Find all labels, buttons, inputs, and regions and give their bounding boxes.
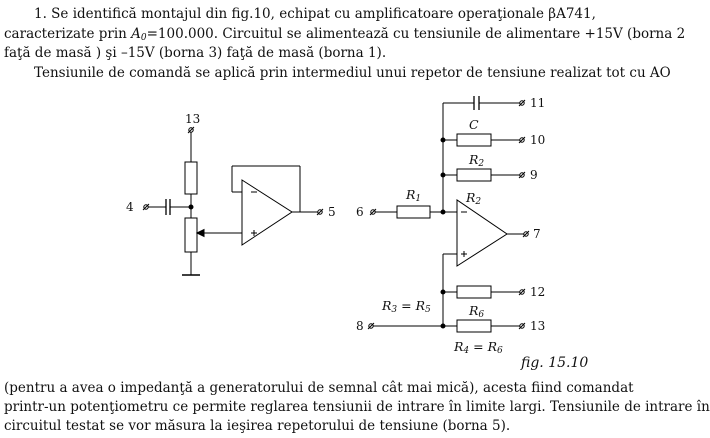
document-page: 1. Se identifică montajul din fig.10, ec…: [4, 6, 710, 434]
terminal-11: 11: [530, 96, 546, 110]
resistor-R6: [456, 319, 492, 333]
paragraph-1-line-2: caracterizate prin A0=100.000. Circuitul…: [4, 26, 685, 46]
text-fragment: caracterizate prin: [4, 26, 132, 42]
resistor-to-12: [456, 285, 492, 299]
terminal-8: 8: [356, 319, 364, 333]
right-circuit: [367, 96, 530, 333]
label-R2-lower: R2: [466, 190, 482, 207]
terminal-9: 9: [530, 168, 538, 182]
terminal-10: 10: [530, 133, 546, 147]
op-amp-left: [241, 179, 293, 246]
label-R4-equals-R6: R4 = R6: [454, 339, 503, 356]
label-C: C: [469, 117, 479, 132]
left-circuit: [142, 126, 324, 276]
terminal-6: 6: [356, 205, 364, 219]
capacitor-C-box: [456, 133, 492, 147]
label-R6: R6: [469, 303, 485, 320]
potentiometer: [184, 217, 198, 253]
paragraph-1-line-1: 1. Se identifică montajul din fig.10, ec…: [34, 6, 596, 22]
text-fragment: =100.000. Circuitul se alimentează cu te…: [146, 26, 686, 42]
terminal-5: 5: [328, 205, 336, 219]
label-R3-equals-R5: R3 = R5: [382, 298, 431, 315]
circuit-diagram: [142, 96, 530, 333]
label-R1: R1: [406, 187, 422, 204]
resistor-R1: [396, 205, 431, 219]
label-R2-upper: R2: [469, 152, 485, 169]
resistor-top: [184, 161, 198, 195]
terminal-12: 12: [530, 285, 546, 299]
paragraph-1-line-3: faţă de masă ) şi –15V (borna 3) faţă de…: [4, 45, 387, 61]
paragraph-3-line-2: printr-un potenţiometru ce permite regla…: [4, 399, 710, 415]
figure-caption: fig. 15.10: [521, 355, 589, 371]
terminal-7: 7: [533, 227, 541, 241]
terminal-13-left: 13: [185, 112, 201, 126]
paragraph-3-line-1: (pentru a avea o impedanţă a generatorul…: [4, 380, 634, 396]
op-amp-right: [456, 199, 508, 267]
paragraph-2-line-1: Tensiunile de comandă se aplică prin int…: [34, 65, 671, 81]
paragraph-3-line-3: circuitul testat se vor măsura la ieşire…: [4, 418, 511, 434]
gain-symbol: A0: [131, 26, 147, 43]
resistor-R2: [456, 168, 492, 182]
terminal-13-right: 13: [530, 319, 546, 333]
terminal-4: 4: [126, 200, 134, 214]
